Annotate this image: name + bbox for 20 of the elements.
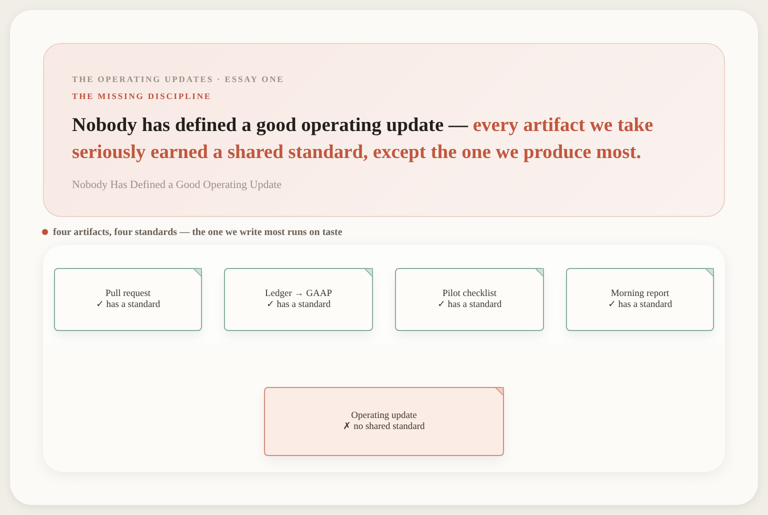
artifact-card [395,268,544,331]
artifact-name: Ledger → GAAP [264,288,332,300]
section-tag-text: THE MISSING DISCIPLINE [72,91,212,101]
status-text: ✓ has a standard [437,300,502,310]
subtitle-text: Nobody Has Defined a Good Operating Update [72,179,282,191]
headline-text: Nobody has defined a good operating update — every artifact we take seriously earned a shared standard, except the one we produce most. [72,114,654,165]
artifact-name: Operating update [351,410,417,422]
artifact-name: Pull request [105,288,151,300]
status-text: ✗ no shared standard [343,422,425,432]
status-text: ✓ has a standard [608,300,672,310]
artifact-card [54,268,202,331]
artifact-name: Pilot checklist [442,288,497,300]
series-kicker-text: THE OPERATING UPDATES · ESSAY ONE [72,74,284,84]
artifact-name: Morning report [610,288,670,300]
status-text: ✓ has a standard [96,300,160,310]
artifact-card [264,387,504,456]
artifact-card [566,268,714,331]
lead-note-text: four artifacts, four standards — the one we write most runs on taste [53,227,342,238]
artifact-card [224,268,373,331]
status-text: ✓ has a standard [266,300,331,310]
